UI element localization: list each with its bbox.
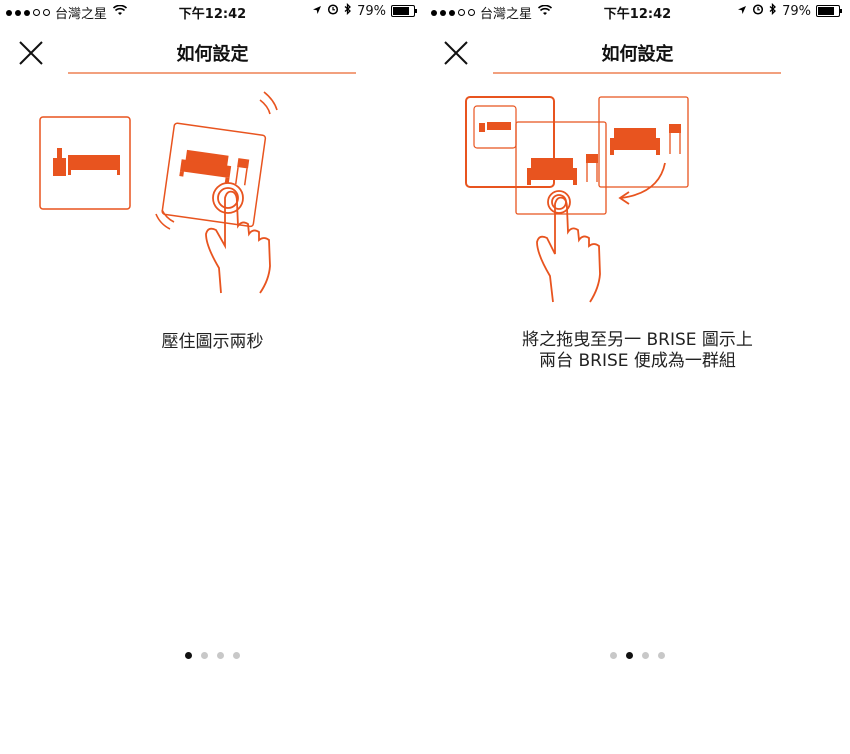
illustration-press-hold: [39, 91, 278, 294]
page-dot[interactable]: [626, 652, 633, 659]
page-dot[interactable]: [233, 652, 240, 659]
vibration-marks-icon: [155, 91, 278, 230]
illustration-drag-to-group: [465, 96, 689, 303]
group-tile-icon: [465, 96, 555, 188]
target-tile-icon: [598, 96, 689, 188]
instruction-caption: 壓住圖示兩秒: [0, 332, 425, 353]
device-tile-icon: [39, 116, 131, 210]
alarm-icon: [752, 3, 764, 19]
carrier-name: 台灣之星: [480, 7, 533, 22]
page-title: 如何設定: [601, 44, 674, 65]
sofa-tile-pressed-icon: [161, 122, 267, 228]
signal-indicator: 台灣之星: [6, 3, 128, 22]
drag-arrow-icon: [618, 162, 666, 205]
screen-step-2: 台灣之星 下午12:42 79% 如何設定: [425, 0, 850, 754]
status-bar: 台灣之星 下午12:42 79%: [425, 0, 850, 22]
battery-icon: [391, 5, 417, 17]
alarm-icon: [327, 3, 339, 19]
status-bar: 台灣之星 下午12:42 79%: [0, 0, 425, 22]
page-dot[interactable]: [658, 652, 665, 659]
page-dot[interactable]: [642, 652, 649, 659]
caption-line: 壓住圖示兩秒: [161, 332, 264, 352]
dragged-sofa-tile-icon: [515, 121, 607, 215]
title-underline: [68, 72, 356, 74]
battery-icon: [816, 5, 842, 17]
status-right: 79%: [312, 2, 417, 19]
page-indicator[interactable]: [0, 652, 425, 659]
caption-line: 兩台 BRISE 便成為一群組: [539, 351, 736, 371]
title-underline: [493, 72, 781, 74]
nav-header: 如何設定: [0, 32, 425, 72]
screen-step-1: 台灣之星 下午12:42 79% 如何設定: [0, 0, 425, 659]
instruction-caption: 將之拖曳至另一 BRISE 圖示上 兩台 BRISE 便成為一群組: [425, 330, 850, 372]
status-time: 下午12:42: [178, 7, 247, 22]
page-indicator[interactable]: [425, 652, 850, 659]
page-dot[interactable]: [217, 652, 224, 659]
page-title: 如何設定: [176, 44, 249, 65]
status-right: 79%: [737, 2, 842, 19]
bluetooth-icon: [344, 2, 352, 19]
caption-line: 將之拖曳至另一 BRISE 圖示上: [522, 330, 753, 350]
bluetooth-icon: [769, 2, 777, 19]
location-icon: [737, 4, 747, 19]
wifi-icon: [112, 4, 128, 20]
nav-header: 如何設定: [425, 32, 850, 72]
battery-percent: 79%: [357, 3, 386, 19]
battery-percent: 79%: [782, 3, 811, 19]
carrier-name: 台灣之星: [55, 7, 108, 22]
hand-drag-icon: [536, 190, 601, 303]
location-icon: [312, 4, 322, 19]
hand-press-icon: [205, 182, 271, 294]
close-icon[interactable]: [443, 40, 469, 66]
page-dot[interactable]: [185, 652, 192, 659]
page-dot[interactable]: [201, 652, 208, 659]
wifi-icon: [537, 4, 553, 20]
status-time: 下午12:42: [603, 7, 672, 22]
close-icon[interactable]: [18, 40, 44, 66]
signal-indicator: 台灣之星: [431, 3, 553, 22]
page-dot[interactable]: [610, 652, 617, 659]
